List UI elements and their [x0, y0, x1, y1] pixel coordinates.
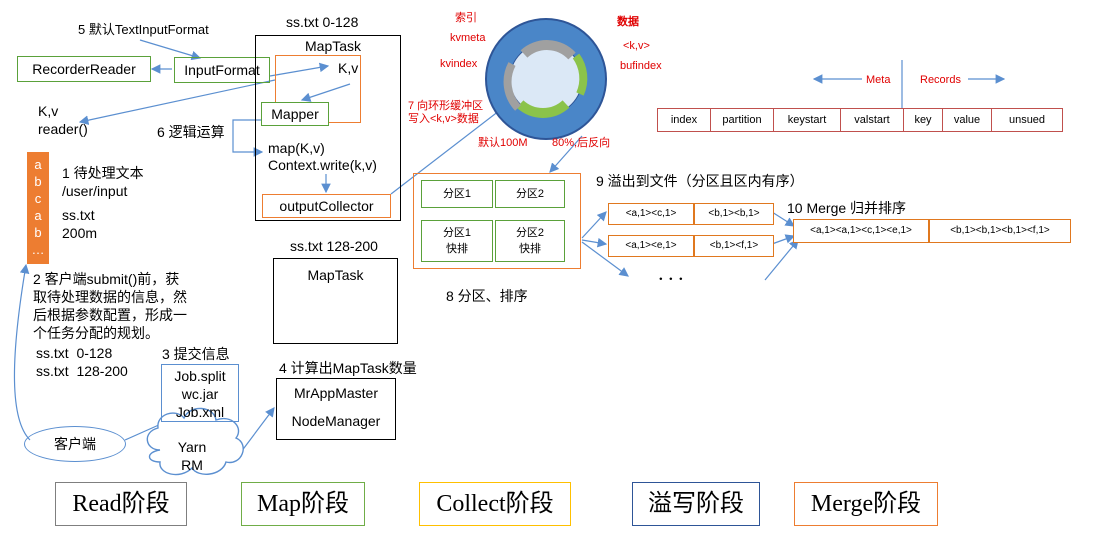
ring-buffer-write-label: 7 向环形缓冲区 写入<k,v>数据 [408, 100, 484, 125]
client-node[interactable]: 客户端 [24, 426, 126, 462]
records-label: Records [920, 74, 961, 86]
arrow-kv-mapper [300, 83, 351, 102]
reverse-label: 80%,后反向 [552, 137, 611, 149]
field-index: index [657, 108, 711, 132]
spill-2-b: <b,1><f,1> [694, 235, 774, 257]
split-plan-label: ss.txt 0-128 ss.txt 128-200 [36, 345, 128, 379]
job-files-box: Job.split wc.jar Job.xml [161, 364, 239, 422]
maptask-1-box [255, 35, 401, 221]
arrow-textinputformat [139, 39, 202, 61]
merge-output-b: <b,1><b,1><b,1><f,1> [929, 219, 1071, 243]
legend-map: Map阶段 [241, 482, 365, 526]
arrow-spill-1 [581, 211, 607, 239]
client-submit-label: 2 客户端submit()前，获 取待处理数据的信息，然 后根据参数配置，形成一… [33, 271, 187, 341]
context-write-label: Context.write(k,v) [268, 157, 377, 173]
file-letter: b [34, 174, 42, 189]
merge-output-a: <a,1><a,1><c,1><e,1> [793, 219, 929, 243]
field-valstart: valstart [840, 108, 904, 132]
map-call-label: map(K,v) [268, 140, 325, 156]
arrow-spill-2 [581, 237, 608, 248]
partition-2: 分区2 [495, 180, 565, 208]
bufindex-label: bufindex [620, 60, 662, 72]
node-manager: NodeManager [291, 413, 381, 429]
kv-mapper-label: K,v [338, 60, 359, 76]
legend-read: Read阶段 [55, 482, 187, 526]
mapper-box[interactable]: Mapper [261, 102, 329, 126]
arrow-kv-reader [78, 79, 276, 125]
ring-buffer [485, 18, 607, 140]
kvindex-label: kvindex [440, 58, 478, 70]
legend-collect: Collect阶段 [419, 482, 571, 526]
spill-1-b: <b,1><b,1> [694, 203, 774, 225]
arrow-merge-3 [764, 239, 799, 281]
partition-1-sort: 分区1 快排 [421, 220, 493, 262]
legend-merge: Merge阶段 [794, 482, 938, 526]
file-letter: b [34, 225, 42, 240]
meta-label: Meta [866, 74, 891, 86]
spill-1-a: <a,1><c,1> [608, 203, 694, 225]
file-letter: c [34, 191, 42, 206]
file-letter: a [34, 208, 42, 223]
field-value: value [942, 108, 992, 132]
file-letter: a [34, 157, 42, 172]
arrow-to-buffer [390, 103, 509, 195]
arrow-client-file [13, 263, 31, 441]
spill-ellipsis: ．．． [657, 267, 696, 284]
partition-1: 分区1 [421, 180, 493, 208]
file-letter: … [31, 242, 45, 257]
mr-app-master: MrAppMaster [293, 385, 379, 401]
logic-label: 6 逻辑运算 [157, 124, 225, 140]
submit-info-label: 3 提交信息 [162, 346, 230, 362]
reader-call-label: reader() [38, 121, 88, 137]
partition-2-sort: 分区2 快排 [495, 220, 565, 262]
spill-label: 9 溢出到文件（分区且区内有序） [596, 173, 804, 189]
arrow-merge-1 [771, 211, 796, 227]
input-file-column: a b c a b … [27, 152, 49, 264]
default-input-format-label: 5 默认TextInputFormat [78, 22, 209, 37]
split-1-label: ss.txt 128-200 [290, 238, 378, 254]
input-format-box[interactable]: InputFormat [174, 57, 270, 83]
yarn-rm-label: Yarn RM [177, 439, 207, 473]
appmaster-box: MrAppMaster NodeManager [276, 378, 396, 440]
kvmeta-label: kvmeta [450, 32, 486, 44]
partition-container [413, 173, 581, 269]
arrow-spill-3 [581, 241, 629, 277]
index-label: 索引 [455, 12, 477, 24]
merge-label: 10 Merge 归并排序 [787, 200, 907, 216]
kv-buffer-label: <k,v> [623, 40, 650, 52]
process-text-label: 1 待处理文本 /user/input [62, 165, 144, 199]
arrow-merge-2 [771, 234, 796, 245]
partition-sort-label: 8 分区、排序 [446, 288, 528, 304]
file-info-label: ss.txt 200m [62, 207, 98, 241]
recorder-reader-box[interactable]: RecorderReader [17, 56, 151, 82]
arrow-logic [232, 119, 264, 157]
field-key: key [903, 108, 943, 132]
default-size-label: 默认100M [478, 137, 528, 149]
file-letters: a b c a b … [27, 152, 49, 258]
compute-tasks-label: 4 计算出MapTask数量 [279, 360, 417, 376]
legend-spill: 溢写阶段 [632, 482, 760, 526]
spill-2-a: <a,1><e,1> [608, 235, 694, 257]
field-unsued: unsued [991, 108, 1063, 132]
kv-label: K,v [38, 103, 59, 119]
output-collector-box[interactable]: outputCollector [262, 194, 391, 218]
arrow-to-kv [269, 62, 330, 77]
data-label: 数据 [617, 16, 639, 28]
field-keystart: keystart [773, 108, 841, 132]
split-0-label: ss.txt 0-128 [286, 14, 359, 30]
arrow-buffer-partitions [549, 135, 583, 173]
field-partition: partition [710, 108, 774, 132]
maptask-1-title: MapTask [305, 38, 362, 54]
maptask-2-box[interactable]: MapTask [273, 258, 398, 344]
